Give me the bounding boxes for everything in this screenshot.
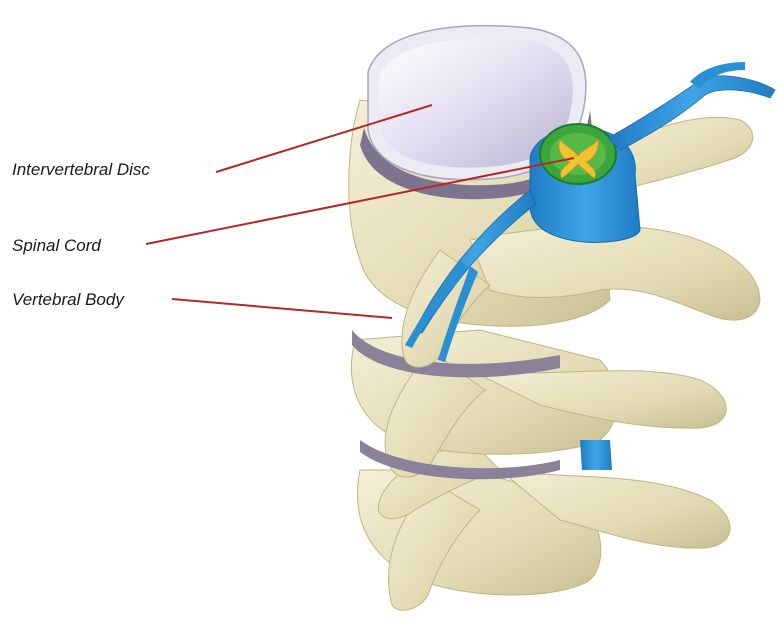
leader-line-body [172,299,392,318]
label-intervertebral-disc: Intervertebral Disc [12,160,150,180]
label-spinal-cord: Spinal Cord [12,236,101,256]
label-vertebral-body: Vertebral Body [12,290,124,310]
upper-vertebra [349,26,775,368]
